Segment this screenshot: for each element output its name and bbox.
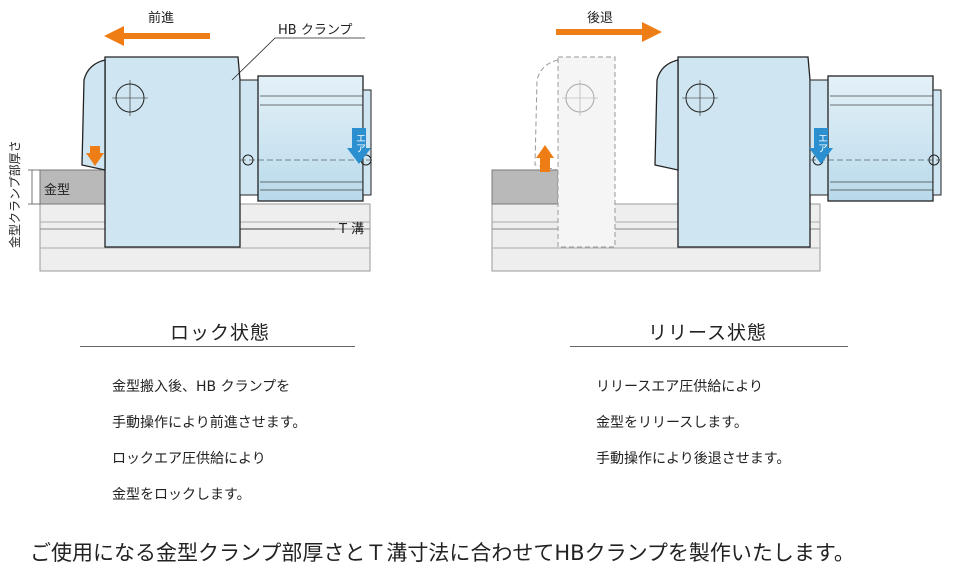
clamp-body [104, 56, 241, 248]
air-arrow-right: エア [809, 128, 833, 164]
cylinder-right [827, 75, 934, 202]
backward-label: 後退 [587, 11, 613, 26]
clamp-diagram: 前進 HB クランプ エア 金型クランプ部厚さ 金型 T 溝 [7, 10, 942, 272]
clamp-jaw [81, 59, 106, 171]
lock-step: ロックエア圧供給により [112, 451, 266, 467]
release-lift-arrow [536, 145, 554, 172]
release-steps: リリースエア圧供給により 金型をリリースします。 手動操作により後退させます。 [596, 369, 790, 477]
release-step: 金型をリリースします。 [596, 415, 748, 431]
air-label-right: エア [816, 133, 828, 153]
clamp-label: HB クランプ [278, 23, 352, 38]
release-title-rule [570, 346, 848, 347]
cylinder [257, 75, 364, 202]
forward-label: 前進 [148, 10, 174, 26]
air-label-left: エア [354, 133, 366, 153]
lock-state-title: ロック状態 [170, 322, 271, 344]
lock-push-arrow [86, 146, 104, 166]
lock-title-rule [80, 346, 355, 347]
air-arrow-left: エア [347, 128, 371, 164]
thickness-label: 金型クランプ部厚さ [7, 140, 22, 248]
lock-step: 金型をロックします。 [112, 487, 251, 503]
forward-arrow [104, 26, 210, 46]
lock-step: 金型搬入後、HB クランプを [112, 379, 291, 395]
mold-block-right [491, 169, 559, 205]
clamp-body-right [677, 56, 811, 248]
backward-arrow [556, 22, 662, 42]
release-state-diagram: 後退 エア [491, 11, 942, 272]
tslot-label: T 溝 [338, 222, 364, 237]
lock-step: 手動操作により前進させます。 [112, 415, 307, 431]
release-step: 手動操作により後退させます。 [596, 451, 791, 467]
ghost-clamp [557, 56, 616, 248]
release-state-title: リリース状態 [648, 322, 768, 344]
footer-note: ご使用になる金型クランプ部厚さとＴ溝寸法に合わせてHBクランプを製作いたします。 [30, 541, 855, 565]
mold-label: 金型 [44, 182, 70, 198]
mold-block [39, 169, 106, 205]
lock-steps: 金型搬入後、HB クランプを 手動操作により前進させます。 ロックエア圧供給によ… [112, 369, 306, 513]
release-step: リリースエア圧供給により [596, 379, 764, 395]
lock-state-diagram: 前進 HB クランプ エア 金型クランプ部厚さ 金型 T 溝 [7, 10, 372, 272]
